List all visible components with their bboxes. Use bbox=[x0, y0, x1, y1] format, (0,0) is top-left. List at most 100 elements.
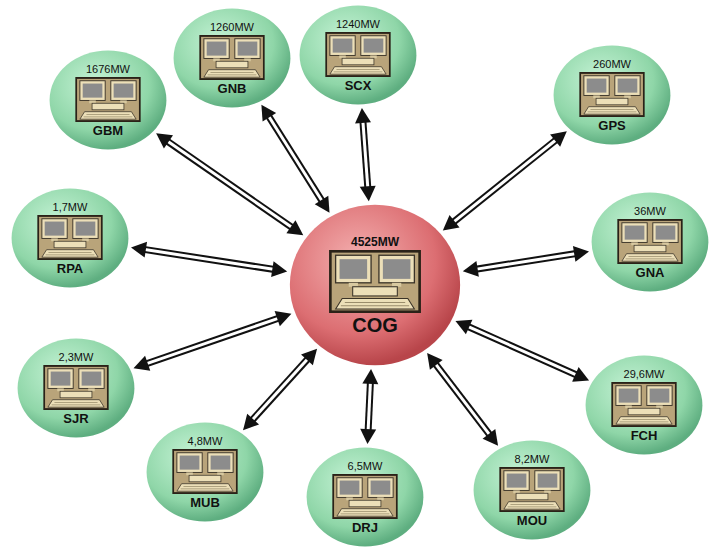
station-name: RPA bbox=[57, 261, 83, 276]
arrowhead bbox=[286, 220, 303, 235]
double-arrow bbox=[355, 108, 376, 201]
computer-icon bbox=[611, 382, 677, 427]
arrow-shaft bbox=[167, 141, 293, 228]
node-content: 4525MW COG bbox=[289, 204, 461, 366]
arrowhead bbox=[315, 196, 330, 213]
circle-fill bbox=[174, 9, 291, 108]
arrowhead bbox=[463, 261, 479, 277]
arrow-shaft bbox=[467, 326, 577, 375]
double-arrow bbox=[243, 349, 317, 430]
arrow-shaft-inner bbox=[454, 140, 556, 222]
arrow-shaft-inner bbox=[168, 141, 292, 227]
circle-fill bbox=[50, 51, 167, 150]
control-center-circle: 4525MW COG bbox=[289, 204, 461, 366]
double-arrow bbox=[455, 320, 589, 382]
arrow-shaft-inner bbox=[147, 318, 278, 363]
power-value: 1,7MW bbox=[53, 201, 88, 214]
station-circle: 1676MWGBM bbox=[49, 50, 167, 150]
node-content: 8,2MW MOU bbox=[473, 440, 591, 540]
arrowhead bbox=[131, 242, 147, 258]
arrowhead bbox=[261, 105, 276, 122]
station-circle: 1240MW SCX bbox=[299, 5, 417, 105]
arrow-shaft bbox=[146, 318, 279, 364]
power-value: 4525MW bbox=[351, 235, 399, 249]
node-content: 1260MW GNB bbox=[173, 8, 291, 108]
arrow-shaft bbox=[476, 254, 577, 270]
power-value: 4,8MW bbox=[188, 435, 223, 448]
arrowhead bbox=[301, 349, 317, 365]
arrowhead bbox=[156, 133, 173, 148]
station-name: MOU bbox=[517, 513, 547, 528]
node-content: 4,8MWMUB bbox=[146, 422, 264, 522]
power-value: 1240MW bbox=[336, 18, 380, 31]
station-circle: 36MW GNA bbox=[591, 192, 709, 292]
double-arrow bbox=[427, 353, 498, 446]
circle-fill bbox=[290, 205, 460, 365]
computer-icon bbox=[332, 474, 398, 519]
arrow-shaft-inner bbox=[368, 383, 370, 430]
station-name: GPS bbox=[598, 118, 625, 133]
station-name: DRJ bbox=[352, 520, 378, 535]
arrow-shaft bbox=[363, 121, 368, 188]
station-name: GNA bbox=[636, 265, 665, 280]
arrowhead bbox=[360, 186, 376, 202]
station-name: GNB bbox=[218, 81, 247, 96]
computer-icon bbox=[499, 467, 565, 512]
arrowhead bbox=[355, 108, 371, 124]
arrowhead bbox=[275, 311, 292, 326]
arrowhead bbox=[572, 367, 589, 382]
station-name: SCX bbox=[345, 78, 372, 93]
double-arrow bbox=[443, 131, 567, 230]
power-value: 8,2MW bbox=[515, 453, 550, 466]
double-arrow bbox=[360, 369, 378, 444]
circle-fill bbox=[592, 193, 709, 292]
node-content: 1,7MW RPA bbox=[11, 188, 129, 288]
computer-icon bbox=[617, 219, 683, 264]
power-value: 1260MW bbox=[210, 21, 254, 34]
computer-icon bbox=[329, 250, 421, 313]
station-circle: 6,5MW DRJ bbox=[306, 447, 424, 547]
arrowhead bbox=[360, 429, 376, 444]
power-value: 6,5MW bbox=[348, 460, 383, 473]
arrow-shaft-inner bbox=[145, 250, 273, 270]
arrowhead bbox=[243, 414, 259, 430]
node-content: 2,3MWSJR bbox=[17, 338, 135, 438]
double-arrow bbox=[133, 311, 291, 371]
circle-fill bbox=[474, 441, 591, 540]
arrow-shaft bbox=[252, 358, 309, 420]
circle-fill bbox=[586, 356, 703, 455]
node-content: 36MW GNA bbox=[591, 192, 709, 292]
power-value: 36MW bbox=[634, 205, 666, 218]
station-circle: 2,3MWSJR bbox=[17, 338, 135, 438]
station-name: COG bbox=[352, 314, 398, 336]
station-name: SJR bbox=[63, 411, 88, 426]
computer-icon bbox=[172, 449, 238, 494]
station-name: FCH bbox=[631, 428, 658, 443]
station-circle: 8,2MW MOU bbox=[473, 440, 591, 540]
station-circle: 4,8MWMUB bbox=[146, 422, 264, 522]
computer-icon bbox=[43, 365, 109, 410]
node-content: 260MWGPS bbox=[553, 45, 671, 145]
station-circle: 1260MW GNB bbox=[173, 8, 291, 108]
arrowhead bbox=[133, 356, 150, 371]
node-content: 1240MW SCX bbox=[299, 5, 417, 105]
arrow-shaft-inner bbox=[269, 116, 322, 200]
station-circle: 1,7MW RPA bbox=[11, 188, 129, 288]
station-name: GBM bbox=[93, 123, 123, 138]
arrow-shaft bbox=[453, 139, 557, 222]
computer-icon bbox=[199, 35, 265, 80]
circle-fill bbox=[554, 46, 671, 145]
arrowhead bbox=[455, 320, 472, 335]
computer-icon bbox=[37, 215, 103, 260]
double-arrow bbox=[463, 246, 589, 277]
arrow-shaft-inner bbox=[436, 364, 490, 434]
circle-fill bbox=[307, 448, 424, 547]
arrow-shaft-inner bbox=[252, 359, 307, 420]
arrow-shaft-inner bbox=[477, 254, 576, 269]
arrowhead bbox=[362, 369, 378, 384]
arrowhead bbox=[271, 261, 287, 277]
computer-icon bbox=[579, 72, 645, 117]
station-circle: 29,6MWFCH bbox=[585, 355, 703, 455]
arrow-shaft-inner bbox=[468, 327, 576, 375]
